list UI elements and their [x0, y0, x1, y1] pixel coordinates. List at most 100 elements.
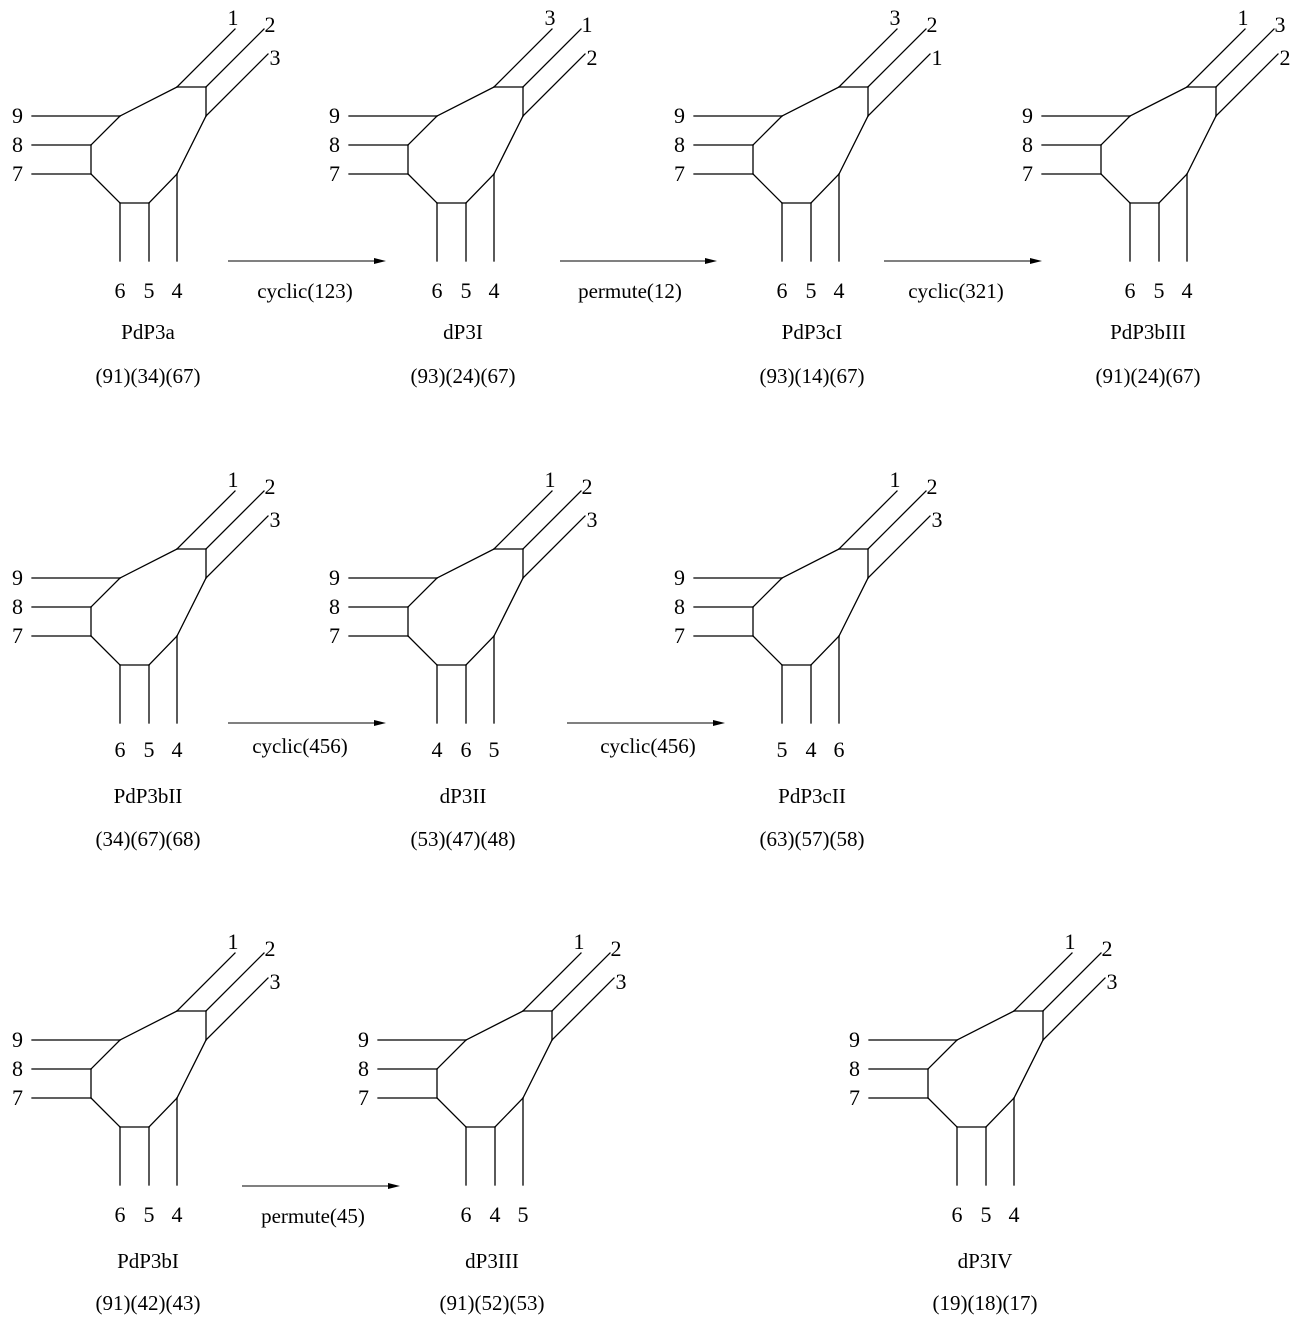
- web-internal-edge: [407, 173, 438, 204]
- web-internal-edge: [148, 173, 178, 204]
- web-internal-edge: [465, 173, 495, 204]
- web-internal-edge: [493, 577, 524, 637]
- top-leg-label: 2: [587, 45, 598, 70]
- transition-arrow: cyclic(456): [567, 720, 725, 758]
- transition-label: permute(12): [578, 279, 682, 303]
- web-internal-edge: [90, 173, 121, 204]
- left-leg-label: 9: [329, 565, 340, 590]
- web-internal-edge: [838, 115, 869, 175]
- left-leg-label: 9: [674, 565, 685, 590]
- diagonal-leg: [493, 28, 553, 88]
- web-internal-edge: [90, 1097, 121, 1128]
- diagram-permutation: (91)(34)(67): [96, 364, 201, 388]
- top-leg-label: 3: [270, 969, 281, 994]
- web-internal-edge: [752, 115, 783, 146]
- left-leg-label: 7: [12, 623, 23, 648]
- web-internal-edge: [90, 577, 121, 608]
- diagram-name: PdP3a: [121, 320, 175, 344]
- top-leg-label: 3: [890, 5, 901, 30]
- diagonal-leg: [205, 515, 269, 579]
- left-leg-label: 7: [674, 161, 685, 186]
- diagonal-leg: [551, 977, 615, 1041]
- transition-label: cyclic(456): [252, 734, 348, 758]
- diagram-name: dP3II: [440, 784, 487, 808]
- web-internal-edge: [1100, 173, 1131, 204]
- left-leg-label: 7: [674, 623, 685, 648]
- web-internal-edge: [752, 173, 783, 204]
- transition-label: permute(45): [261, 1204, 365, 1228]
- web-internal-edge: [119, 548, 178, 579]
- bottom-leg-label: 4: [1009, 1202, 1020, 1227]
- bottom-leg-label: 6: [1125, 278, 1136, 303]
- top-leg-label: 2: [265, 12, 276, 37]
- diagonal-leg: [1042, 952, 1102, 1012]
- top-leg-label: 1: [545, 467, 556, 492]
- diagonal-leg: [522, 53, 586, 117]
- left-leg-label: 8: [1022, 132, 1033, 157]
- diagram-name: PdP3cI: [782, 320, 843, 344]
- web-internal-edge: [522, 1039, 553, 1099]
- diagram-permutation: (93)(24)(67): [411, 364, 516, 388]
- left-leg-label: 9: [329, 103, 340, 128]
- diagonal-leg: [1186, 28, 1246, 88]
- web-internal-edge: [810, 635, 840, 666]
- bottom-leg-label: 5: [981, 1202, 992, 1227]
- bottom-leg-label: 4: [489, 278, 500, 303]
- bottom-leg-label: 4: [172, 1202, 183, 1227]
- diagram-name: dP3IV: [958, 1249, 1013, 1273]
- diagram-permutation: (34)(67)(68): [96, 827, 201, 851]
- bottom-leg-label: 5: [489, 737, 500, 762]
- left-leg-label: 8: [12, 1056, 23, 1081]
- transition-arrow: permute(45): [242, 1183, 400, 1228]
- web-internal-edge: [956, 1010, 1015, 1041]
- web-internal-edge: [927, 1039, 958, 1070]
- diagonal-leg: [551, 952, 611, 1012]
- left-leg-label: 8: [12, 132, 23, 157]
- diagonal-leg: [522, 28, 582, 88]
- top-leg-label: 3: [270, 45, 281, 70]
- left-leg-label: 7: [1022, 161, 1033, 186]
- bottom-leg-label: 4: [806, 737, 817, 762]
- web-internal-edge: [752, 635, 783, 666]
- web-internal-edge: [148, 1097, 178, 1128]
- diagram-name: PdP3cII: [778, 784, 846, 808]
- diagram-permutation: (19)(18)(17): [933, 1291, 1038, 1315]
- web-internal-edge: [781, 548, 840, 579]
- top-leg-label: 3: [616, 969, 627, 994]
- diagonal-leg: [867, 515, 931, 579]
- top-leg-label: 3: [932, 507, 943, 532]
- web-internal-edge: [436, 1097, 467, 1128]
- web-internal-edge: [90, 1039, 121, 1070]
- bottom-leg-label: 4: [432, 737, 443, 762]
- diagram-name: PdP3bII: [114, 784, 183, 808]
- web-internal-edge: [90, 635, 121, 666]
- top-leg-label: 3: [1107, 969, 1118, 994]
- bottom-leg-label: 4: [1182, 278, 1193, 303]
- diagonal-leg: [176, 952, 236, 1012]
- left-leg-label: 8: [358, 1056, 369, 1081]
- web-internal-edge: [1129, 86, 1188, 117]
- top-leg-label: 2: [265, 936, 276, 961]
- web-internal-edge: [493, 115, 524, 175]
- left-leg-label: 8: [849, 1056, 860, 1081]
- diagonal-leg: [493, 490, 553, 550]
- web-internal-edge: [119, 1010, 178, 1041]
- diagonal-leg: [205, 977, 269, 1041]
- left-leg-label: 7: [12, 161, 23, 186]
- transition-arrow: cyclic(321): [884, 258, 1042, 303]
- web-internal-edge: [465, 635, 495, 666]
- top-leg-label: 2: [1102, 936, 1113, 961]
- left-leg-label: 7: [329, 161, 340, 186]
- diagram-permutation: (91)(24)(67): [1096, 364, 1201, 388]
- transition-label: cyclic(123): [257, 279, 353, 303]
- top-leg-label: 1: [1065, 929, 1076, 954]
- bottom-leg-label: 6: [115, 737, 126, 762]
- top-leg-label: 2: [927, 12, 938, 37]
- arrow-head-icon: [705, 258, 717, 264]
- transition-arrow: cyclic(456): [228, 720, 386, 758]
